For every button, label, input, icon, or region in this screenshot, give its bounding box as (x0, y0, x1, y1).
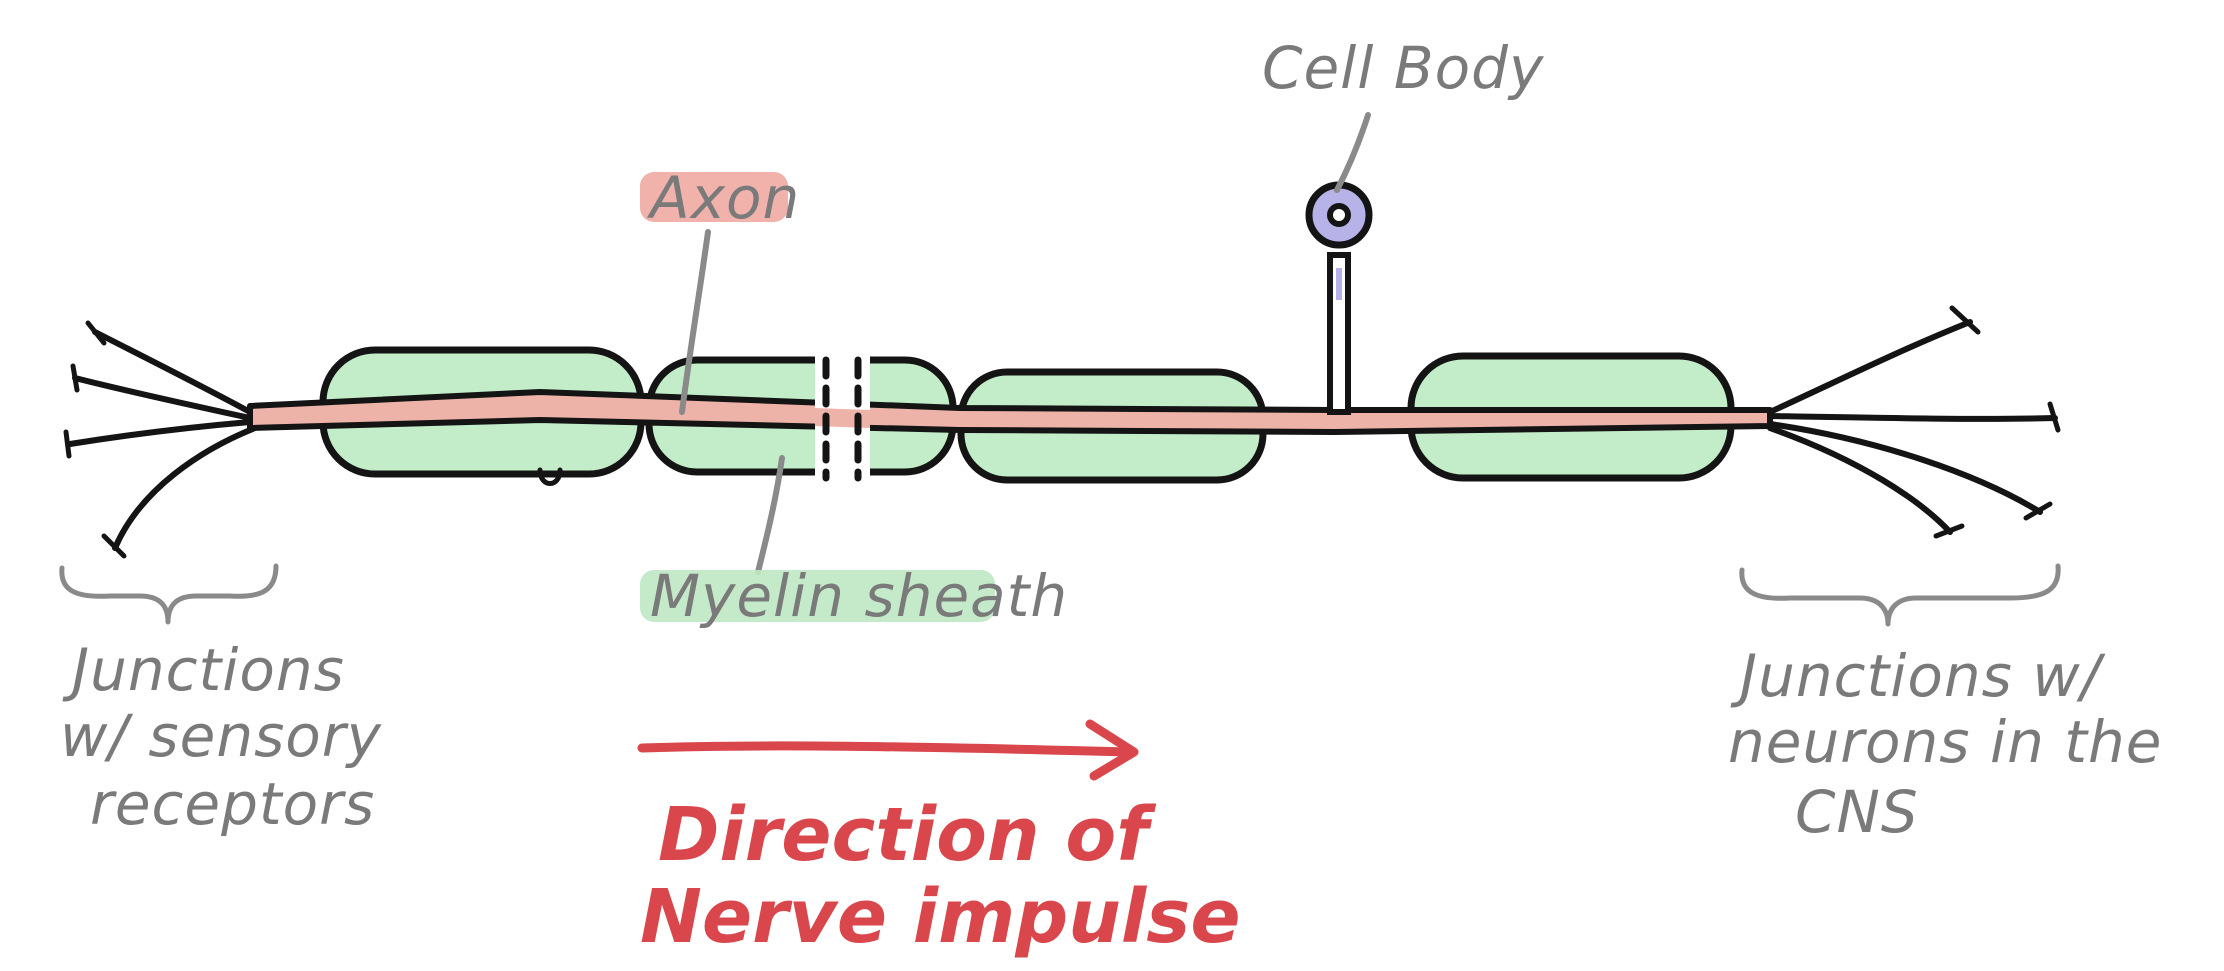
direction-label: Direction of Nerve impulse (640, 792, 1241, 960)
direction-line-1: Direction of (658, 792, 1156, 878)
label-leader-lines (679, 112, 1371, 575)
direction-arrow (637, 719, 1139, 781)
axon-label: Axon (646, 164, 800, 232)
right-junctions-line-1: Junctions w/ (1730, 642, 2106, 710)
left-junctions-line-1: Junctions (62, 636, 345, 704)
cell-body (1305, 181, 1373, 415)
left-dendrite-branches (63, 320, 258, 559)
axon-fibre (247, 352, 1773, 482)
cell-body-nucleus (1327, 203, 1351, 227)
direction-line-2: Nerve impulse (640, 874, 1241, 960)
right-terminal-branches (1767, 305, 2061, 539)
cell-body-label: Cell Body (1262, 34, 1544, 102)
left-junctions-line-3: receptors (90, 770, 375, 838)
left-junctions-line-2: w/ sensory (60, 702, 382, 770)
myelin-label-highlight (640, 570, 995, 622)
braces (59, 563, 2061, 627)
myelin-sheath-label: Myelin sheath (650, 562, 1068, 630)
right-junctions-line-3: CNS (1795, 778, 1919, 846)
right-junctions-label: Junctions w/ neurons in the CNS (1728, 642, 2182, 846)
right-junctions-line-2: neurons in the (1728, 708, 2162, 776)
axon-label-highlight (640, 172, 788, 222)
left-junctions-label: Junctions w/ sensory receptors (60, 636, 401, 838)
